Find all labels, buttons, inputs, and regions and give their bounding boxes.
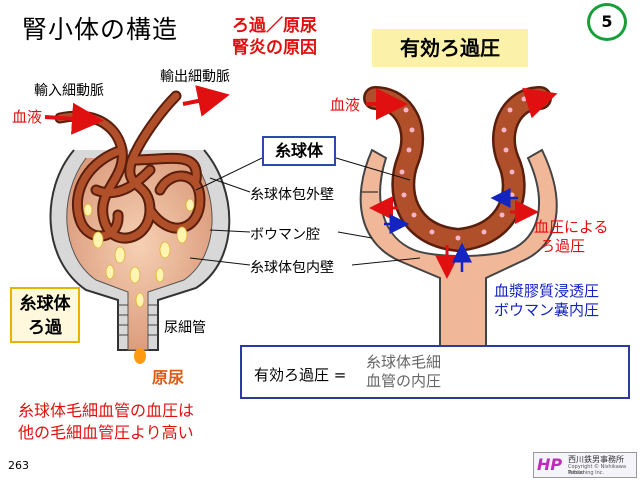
subtitle-line-2: 腎炎の原因 (232, 38, 317, 58)
efferent-arteriole-label: 輸出細動脈 (160, 69, 230, 85)
afferent-arteriole-label: 輸入細動脈 (34, 83, 104, 99)
formula-rhs-line-1: 糸球体毛細 (366, 353, 442, 371)
page-number-badge: 5 (587, 3, 627, 41)
subtitle: ろ過／原尿 腎炎の原因 (232, 15, 317, 59)
blood-label-left: 血液 (12, 108, 43, 126)
logo-copyright: Copyright © Nishikawa Tetsuo (568, 464, 626, 476)
blood-pressure-filtration-label: 血圧による ろ過圧 (534, 218, 609, 256)
blood-out-arrow (522, 87, 558, 119)
note-text: 糸球体毛細血管の血圧は 他の毛細血管圧より高い (18, 400, 194, 444)
primary-urine-drop (134, 348, 146, 364)
urinary-tubule-label: 尿細管 (164, 320, 206, 336)
bowman-space-label: ボウマン腔 (250, 227, 320, 243)
glomerulus-label-box: 糸球体 (262, 136, 336, 166)
logo-mark: HP (537, 455, 563, 474)
inner-wall-label: 糸球体包内壁 (250, 260, 334, 276)
glomerulus-capillaries-fill (56, 92, 204, 242)
bp-label-line-2: ろ過圧 (540, 237, 586, 255)
glomerular-filtration-box: 糸球体 ろ過 (10, 287, 80, 343)
filtration-box-line-2: ろ過 (28, 318, 62, 338)
filtrate-drops (83, 198, 195, 308)
logo-publishing: Publishing Inc. (568, 470, 605, 476)
oncotic-pressure-label: 血漿膠質浸透圧 (494, 282, 600, 300)
subtitle-line-1: ろ過／原尿 (232, 16, 317, 36)
formula-rhs: 糸球体毛細 血管の内圧 (366, 353, 441, 391)
publisher-logo: HP 西川鉄男事務所 Copyright © Nishikawa Tetsuo … (533, 452, 637, 478)
footer-page-number: 263 (8, 459, 29, 472)
note-line-1: 糸球体毛細血管の血圧は (18, 401, 195, 420)
logo-name: 西川鉄男事務所 (568, 455, 624, 464)
capsular-pressure-label: ボウマン嚢内圧 (494, 301, 600, 319)
filtration-box-line-1: 糸球体 (19, 294, 71, 314)
effective-pressure-banner: 有効ろ過圧 (372, 29, 528, 67)
formula-box: 有効ろ過圧 = 糸球体毛細 血管の内圧 (240, 345, 630, 399)
page-title: 腎小体の構造 (22, 15, 179, 44)
bowman-capsule-right (359, 148, 558, 351)
capillary-loop-right (363, 86, 552, 253)
blood-label-right: 血液 (330, 96, 361, 114)
bp-label-line-1: 血圧による (534, 218, 609, 236)
formula-lhs: 有効ろ過圧 = (254, 366, 347, 384)
formula-rhs-line-2: 血管の内圧 (366, 372, 442, 390)
leader-lines (189, 157, 421, 266)
opposing-pressure-label: 血漿膠質浸透圧 ボウマン嚢内圧 (494, 282, 599, 320)
efferent-arrow (182, 85, 230, 117)
outer-wall-label: 糸球体包外壁 (250, 187, 334, 203)
primary-urine-label: 原尿 (152, 368, 185, 387)
afferent-arrow (44, 102, 104, 135)
note-line-2: 他の毛細血管圧より高い (18, 423, 194, 442)
